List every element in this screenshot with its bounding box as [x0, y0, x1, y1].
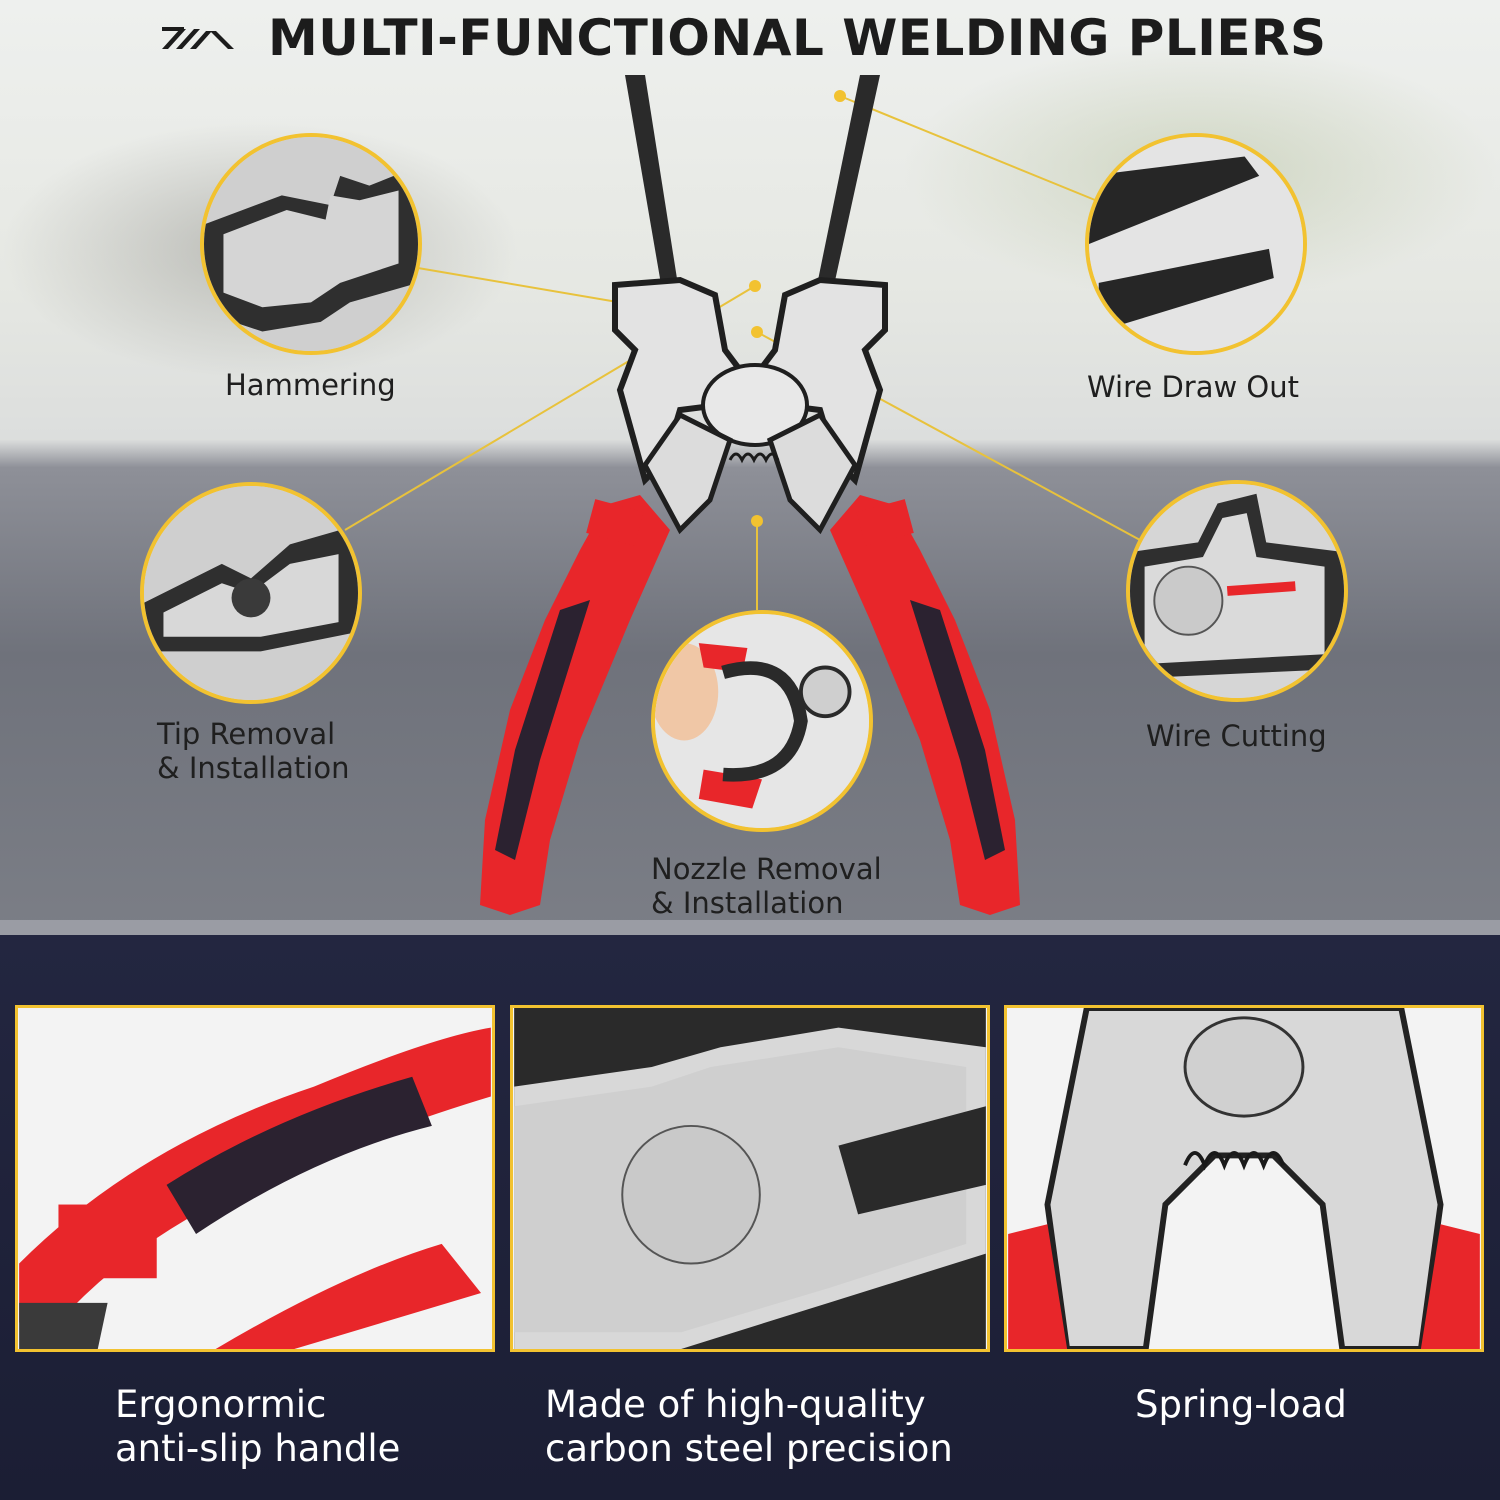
callout-circle-wire-draw-out	[1085, 133, 1307, 355]
callout-label-hammering: Hammering	[225, 368, 396, 402]
callout-circle-wire-cutting	[1126, 480, 1348, 702]
feature-panel-carbon-steel	[510, 1005, 990, 1352]
spring-load-image	[1008, 1008, 1480, 1349]
feature-panel-handle	[15, 1005, 495, 1352]
callout-circle-hammering	[200, 133, 422, 355]
carbon-steel-image	[514, 1008, 986, 1349]
feature-label-handle: Ergonormic anti-slip handle	[115, 1383, 401, 1470]
page-title: MULTI-FUNCTIONAL WELDING PLIERS	[268, 9, 1327, 67]
callout-label-nozzle-removal: Nozzle Removal & Installation	[651, 852, 882, 920]
feature-panel-spring	[1004, 1005, 1484, 1352]
callout-label-tip-removal: Tip Removal & Installation	[157, 717, 350, 785]
wire-draw-out-detail-image	[1089, 137, 1303, 351]
brand-logo-icon	[162, 27, 234, 49]
page-header: MULTI-FUNCTIONAL WELDING PLIERS	[160, 8, 1327, 68]
welding-pliers-illustration	[480, 75, 1020, 915]
feature-label-spring: Spring-load	[1135, 1383, 1347, 1426]
callout-label-wire-cutting: Wire Cutting	[1146, 719, 1327, 753]
callout-circle-nozzle-removal	[651, 610, 873, 832]
nozzle-removal-detail-image	[655, 614, 869, 828]
wire-cutting-detail-image	[1130, 484, 1344, 698]
callout-label-wire-draw-out: Wire Draw Out	[1087, 370, 1299, 404]
feature-label-carbon-steel: Made of high-quality carbon steel precis…	[545, 1383, 953, 1470]
callout-circle-tip-removal	[140, 482, 362, 704]
hammering-detail-image	[204, 137, 418, 351]
tip-removal-detail-image	[144, 486, 358, 700]
anti-slip-handle-image	[19, 1008, 491, 1349]
